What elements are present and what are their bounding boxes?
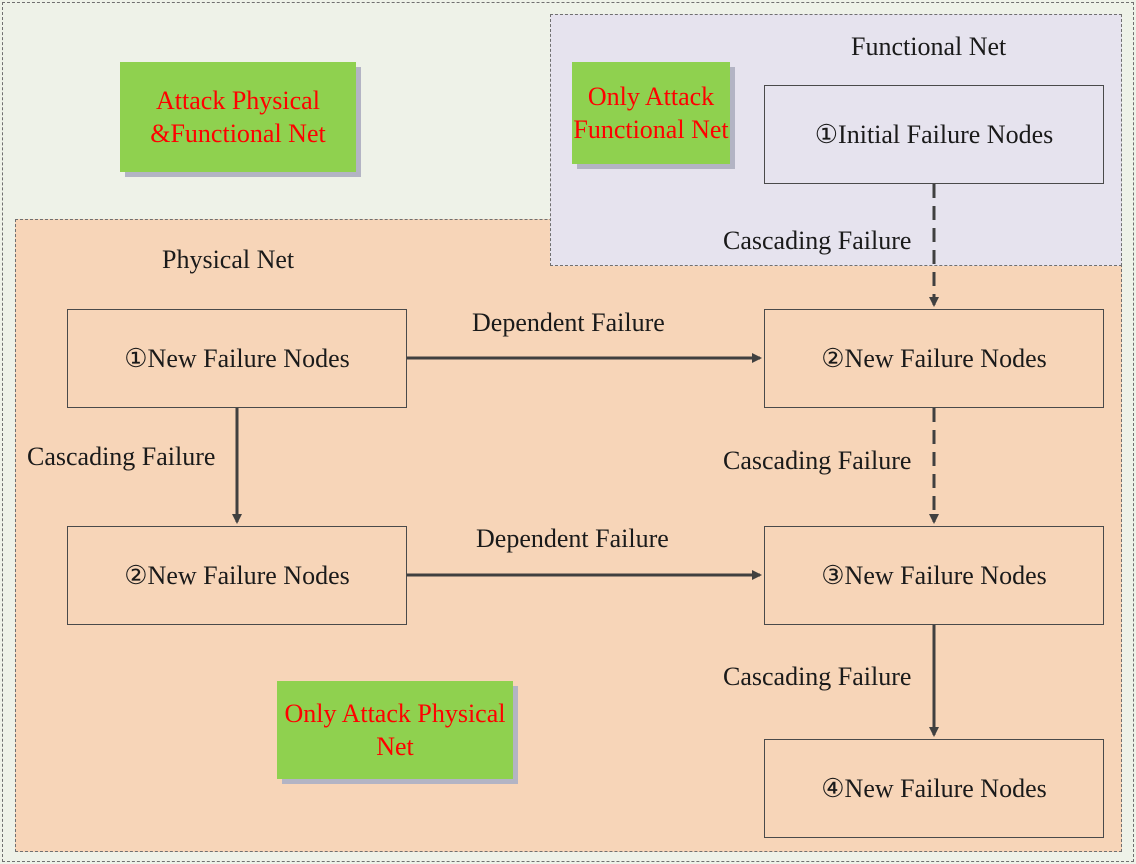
cascading-label-right-mid: Cascading Failure (723, 446, 912, 475)
cascading-label-right-bottom: Cascading Failure (723, 662, 912, 691)
attack-both-label: Attack Physical &Functional Net (120, 62, 356, 172)
new-failure-nodes-1: ①New Failure Nodes (67, 309, 407, 408)
dependent-label-top: Dependent Failure (472, 308, 665, 337)
physical-net-title: Physical Net (162, 245, 295, 274)
functional-net-title: Functional Net (851, 32, 1007, 61)
new-failure-nodes-4: ④New Failure Nodes (764, 739, 1104, 838)
initial-failure-nodes: ①Initial Failure Nodes (764, 85, 1104, 184)
attack-physical-label: Only Attack Physical Net (277, 681, 513, 779)
cascading-label-left: Cascading Failure (27, 442, 216, 471)
cascading-label-top: Cascading Failure (723, 226, 912, 255)
dependent-label-bottom: Dependent Failure (476, 524, 669, 553)
attack-functional-label: Only Attack Functional Net (572, 62, 730, 164)
new-failure-nodes-2-left: ②New Failure Nodes (67, 526, 407, 625)
new-failure-nodes-2-right: ②New Failure Nodes (764, 309, 1104, 408)
new-failure-nodes-3: ③New Failure Nodes (764, 526, 1104, 625)
